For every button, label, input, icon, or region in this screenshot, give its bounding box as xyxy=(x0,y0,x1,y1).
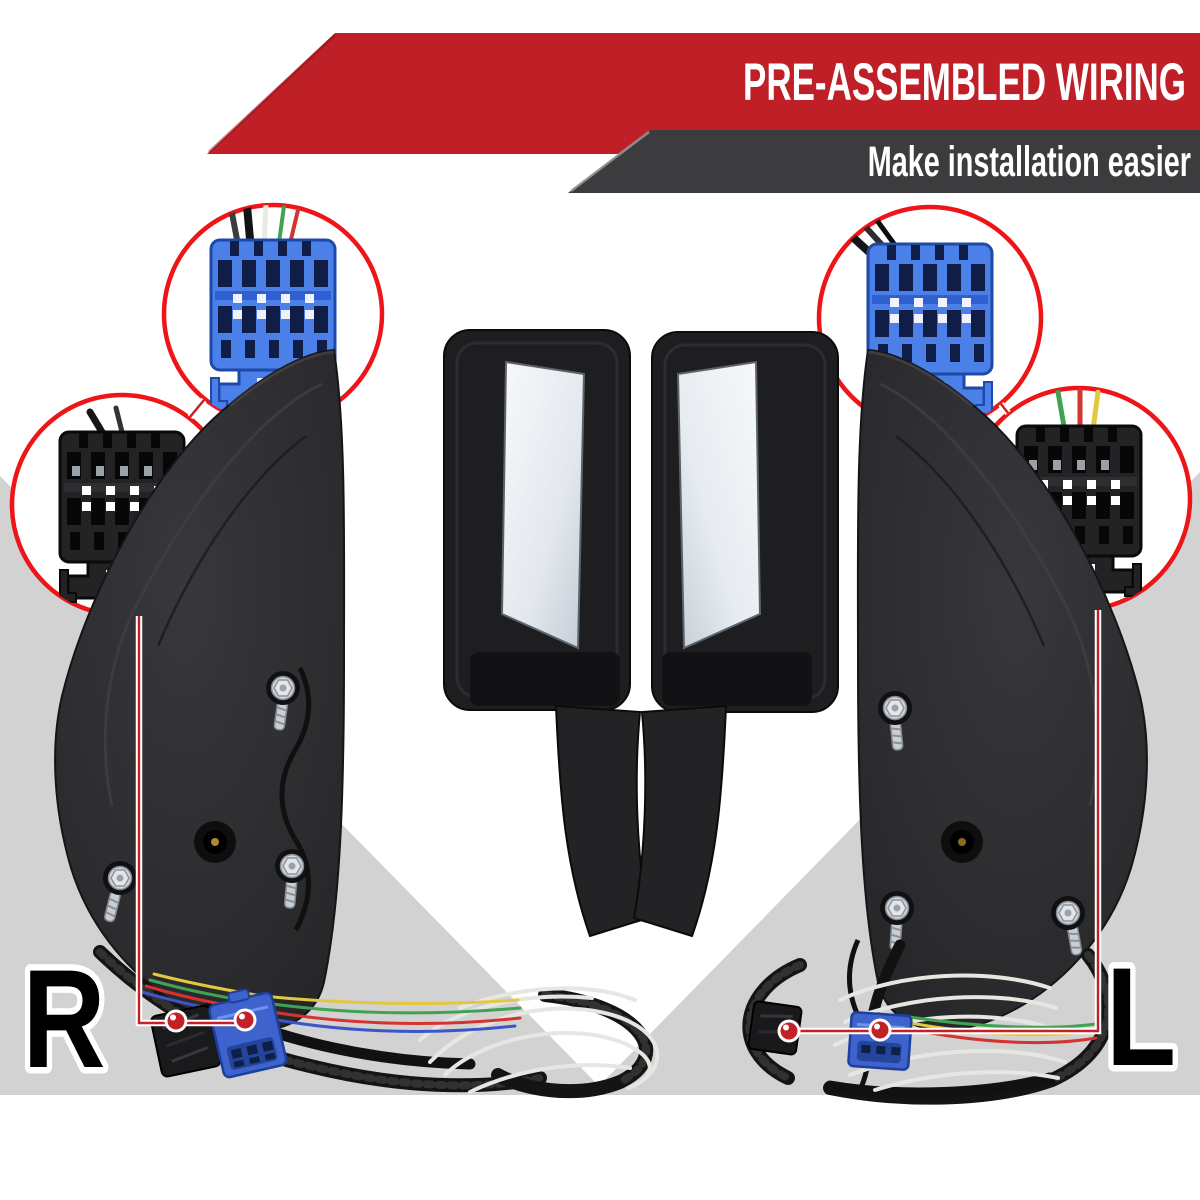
left-plate-bolt-3 xyxy=(102,860,138,896)
left-mirror-glass xyxy=(500,360,586,650)
banner-gray-bevel xyxy=(570,131,650,192)
left-mirror-pigtail-wire xyxy=(279,666,312,932)
right-plate-bolt-1 xyxy=(877,690,913,726)
left-mirror xyxy=(54,329,650,1032)
right-mirror-label: R xyxy=(23,941,106,1097)
left-plate-bolt-2 xyxy=(274,848,310,884)
right-mirror-glass xyxy=(676,360,762,650)
right-mirror xyxy=(632,331,1148,1100)
right-harness-pointer-dots xyxy=(777,1018,892,1043)
left-plate-bolt-1 xyxy=(265,670,301,706)
left-plate-grommet xyxy=(211,838,219,846)
left-harness-pointer-dots xyxy=(164,1008,257,1033)
banner-red-edge-shade xyxy=(207,33,337,154)
left-harness-blue-connector xyxy=(208,988,288,1079)
banner xyxy=(207,33,1200,193)
right-plate-bolt-3 xyxy=(1050,895,1086,931)
right-plate-bolt-2 xyxy=(879,890,915,926)
banner-gray-band xyxy=(568,130,1200,193)
left-mirror-arm xyxy=(554,704,650,938)
right-plate-grommet xyxy=(958,838,966,846)
banner-red-band xyxy=(207,33,1200,154)
right-mirror-arm xyxy=(632,704,728,938)
banner-subtitle: Make installation easier xyxy=(868,137,1191,185)
right-wiring-harness xyxy=(742,939,1116,1105)
left-mirror-label: L xyxy=(1106,939,1176,1095)
banner-title: PRE-ASSEMBLED WIRING xyxy=(743,52,1186,112)
leader-lines xyxy=(135,397,1102,1043)
